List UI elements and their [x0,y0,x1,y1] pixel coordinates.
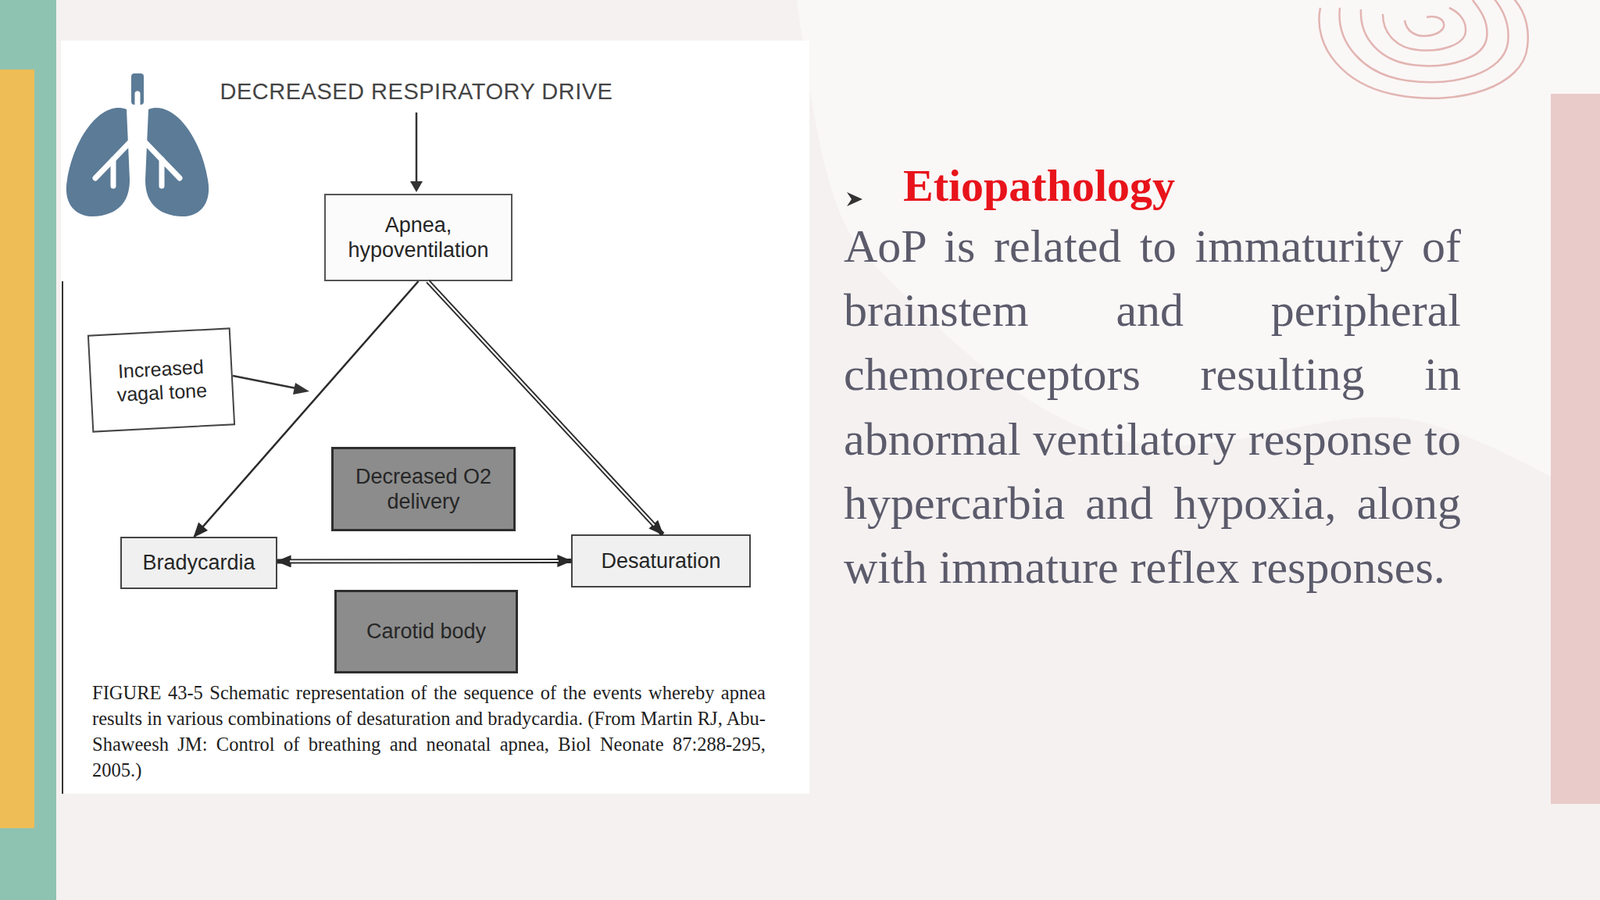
node-text: Apnea, hypoventilation [328,212,508,264]
connector-arrow [428,281,664,535]
bronchus-line [137,134,180,179]
figure-caption: FIGURE 43-5 Schematic representation of … [92,679,766,783]
node-text: Bradycardia [142,550,255,575]
lungs-icon [66,73,209,217]
contour-line [1404,16,1444,36]
node-text: Desaturation [600,548,721,574]
outcome-box: Desaturation [571,534,751,588]
node-text: Decreased O2 delivery [336,464,511,515]
connector-inner-line [289,560,559,563]
bronchi [95,93,180,186]
input-box: Increased vagal tone [87,327,236,433]
contour-line [1360,0,1488,66]
event-box: Apnea, hypoventilation [324,193,513,282]
input-arrow [415,112,418,186]
slide-title: Etiopathology [903,160,1529,211]
node-text: Carotid body [366,618,486,644]
side-stripe [0,69,35,829]
side-stripe [0,0,57,900]
contour-line [1318,0,1528,99]
connector-arrow [193,281,418,537]
side-stripe [1550,93,1600,804]
connector-line [428,281,664,535]
input-label: DECREASED RESPIRATORY DRIVE [209,78,624,106]
contour-decoration [1318,0,1528,99]
node-text: Increased vagal tone [93,353,230,408]
bronchus-line [110,159,117,186]
lung-lobe [66,107,130,217]
input-arrow [232,375,300,390]
arrow-head [292,382,310,395]
connector-line [193,281,418,537]
connector-group [193,281,663,561]
connector-arrow [277,560,572,562]
figure-panel [60,40,810,794]
body-paragraph: AoP is related to immaturity of brainste… [843,214,1461,600]
bronchus-line [95,134,138,179]
outcome-box: Bradycardia [120,536,278,590]
contour-line [1339,0,1509,83]
arrow-head [410,181,423,193]
connector-inner-line [428,281,655,525]
lung-lobe [145,107,209,217]
connector-line [277,558,572,564]
bronchus-line [135,93,141,137]
bronchus-line [159,159,165,186]
scan-edge [61,281,64,794]
shaded-box: Decreased O2 delivery [331,446,516,532]
bullet-arrow [846,192,863,207]
shaded-box: Carotid body [334,589,518,674]
contour-line [1382,7,1466,51]
